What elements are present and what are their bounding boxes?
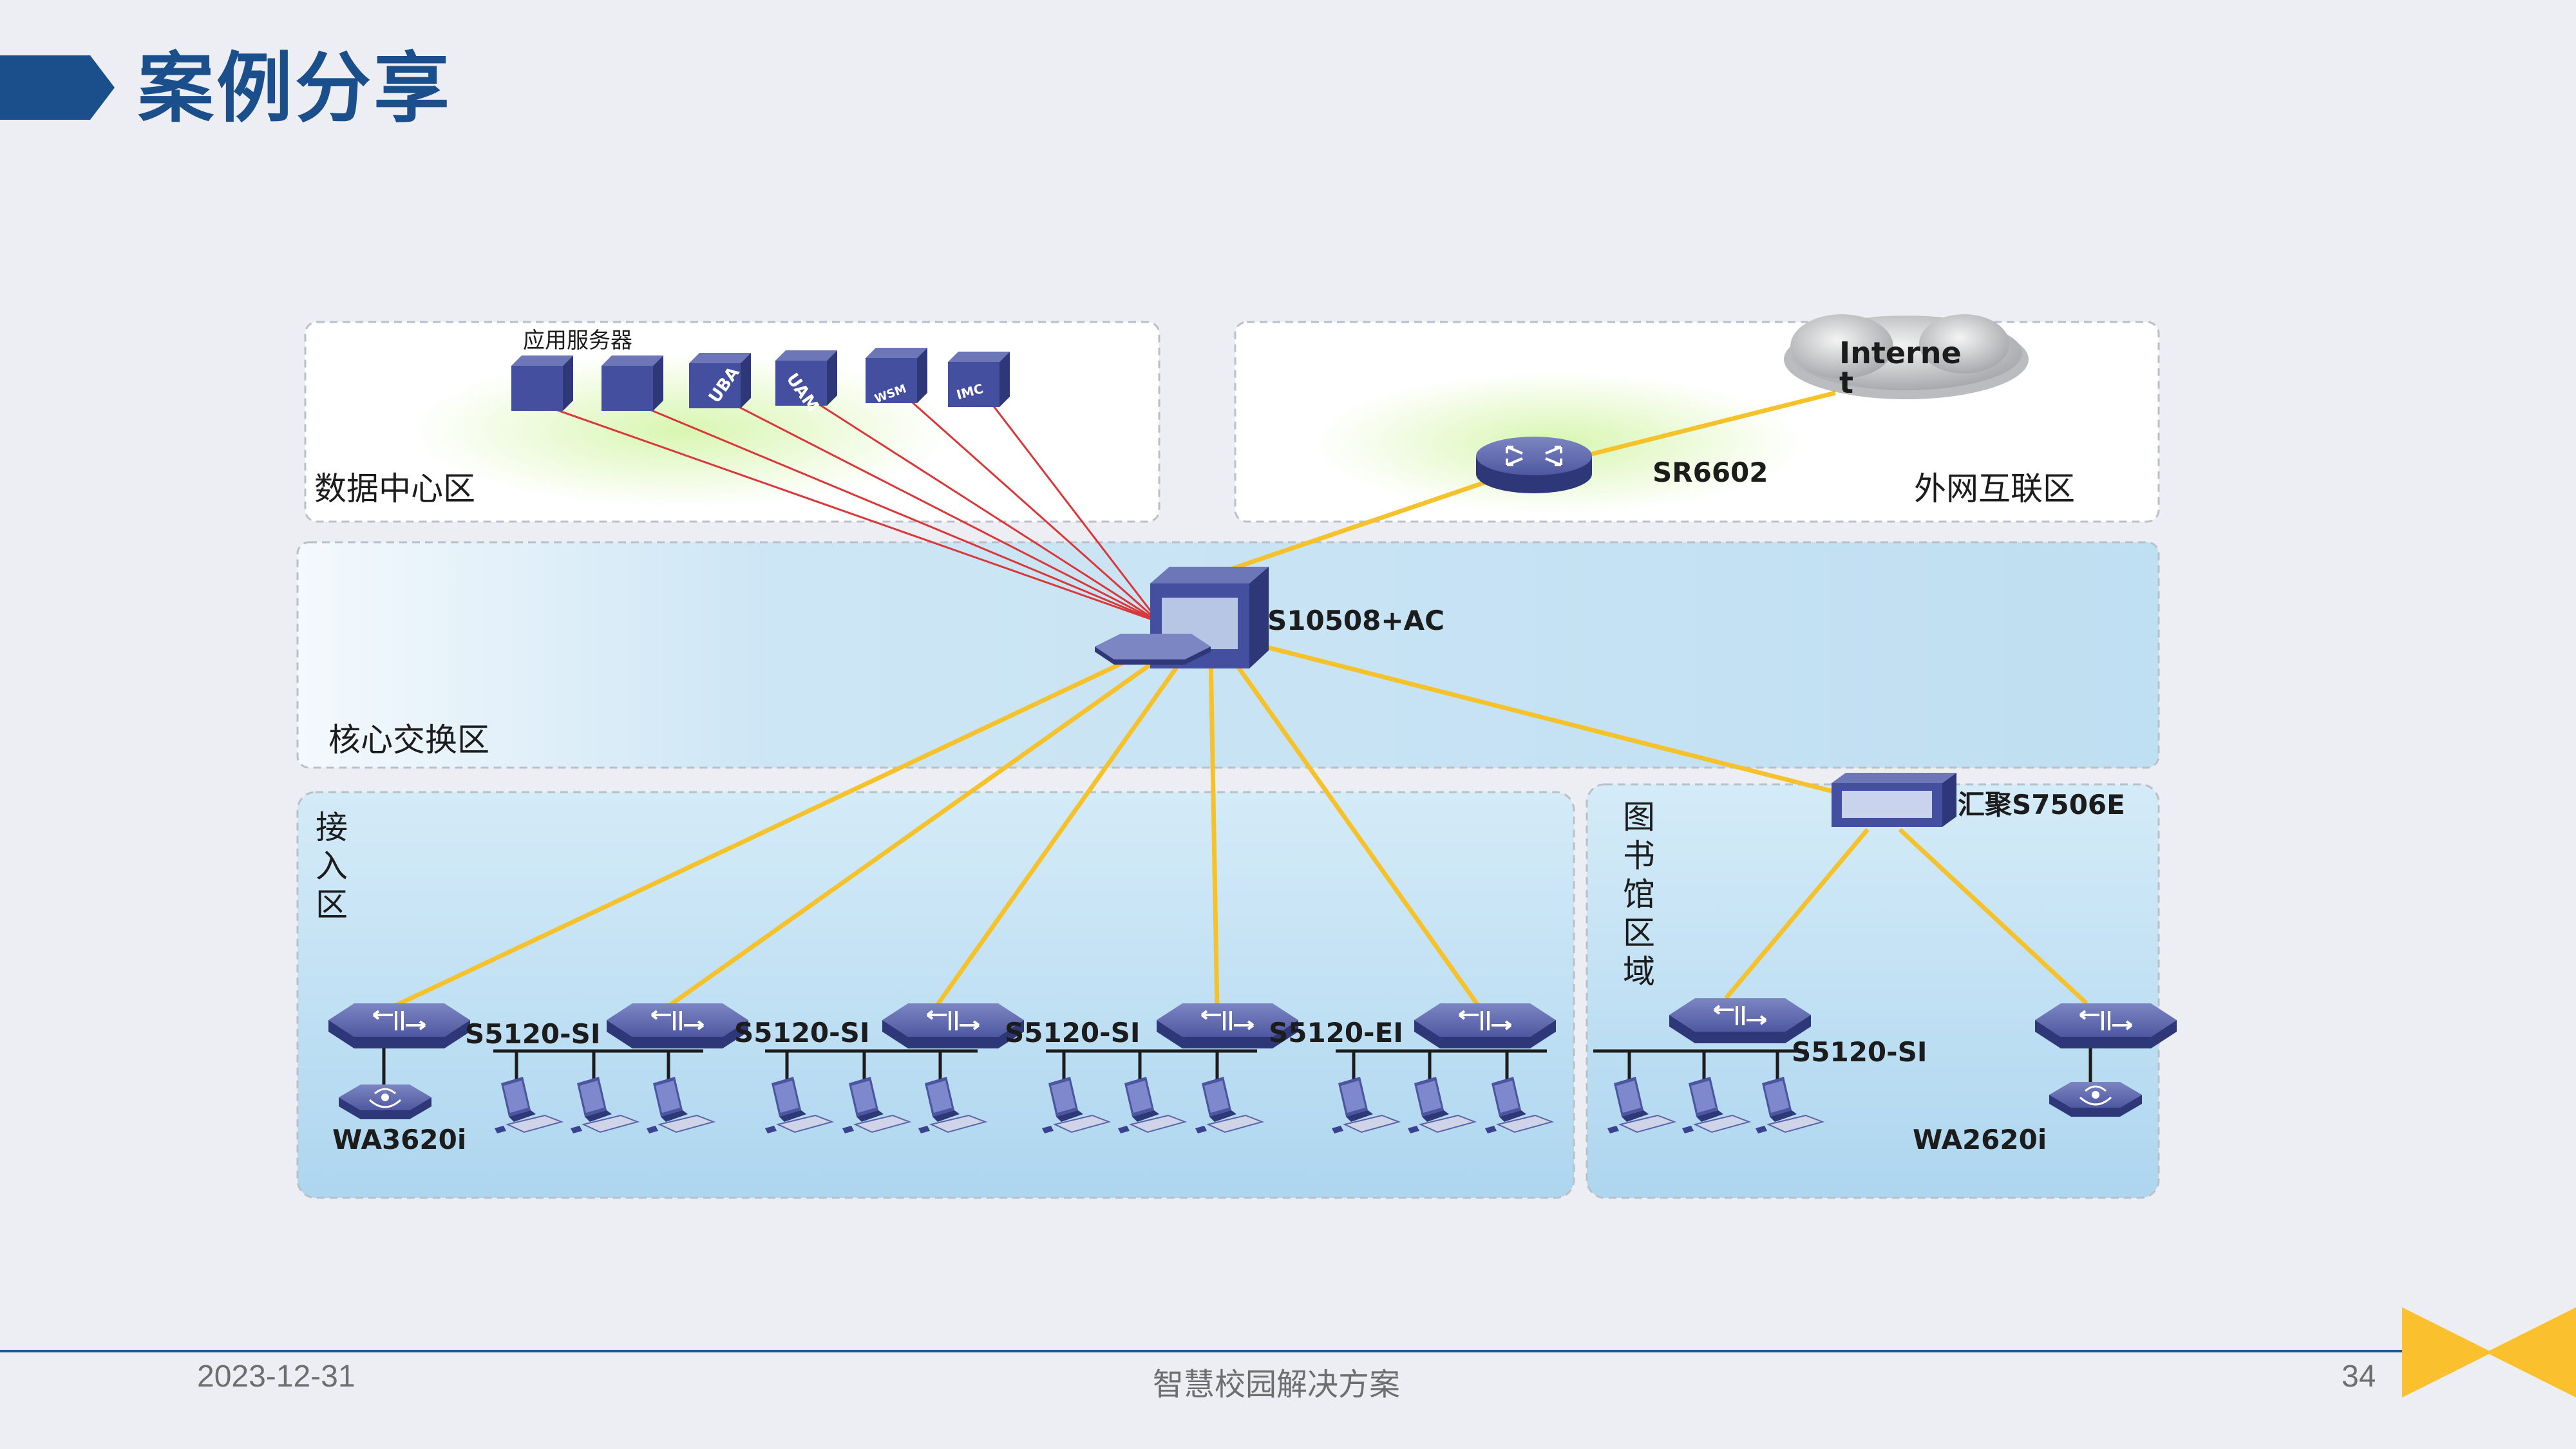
aggregation-switch-label: 汇聚S7506E: [1958, 789, 2125, 820]
zone-access-label: 接入区: [316, 809, 348, 923]
library-switch-icon: [1668, 997, 1812, 1045]
zone-core-label: 核心交换区: [328, 721, 489, 759]
application-servers: UBA UAM WSM IMC: [511, 348, 1010, 416]
page-title: 案例分享: [138, 44, 453, 133]
internet-cloud-icon: [1784, 314, 2029, 399]
wireless-ap-icon: [2048, 1081, 2143, 1118]
access-switch-label: S5120-SI: [734, 1017, 869, 1048]
router-label: SR6602: [1653, 457, 1768, 488]
ap-right-label: WA2620i: [1913, 1124, 2047, 1155]
server-icon: [511, 355, 573, 411]
server-uba-icon: UBA: [689, 353, 751, 408]
library-switch-label: S5120-SI: [1792, 1036, 1927, 1068]
access-switch-icon: [881, 1002, 1025, 1050]
server-links: [540, 392, 1160, 623]
core-switch-label: S10508+AC: [1267, 605, 1444, 636]
footer-divider: [0, 1350, 2409, 1352]
server-imc-icon: IMC: [948, 352, 1010, 407]
ap-left-label: WA3620i: [332, 1124, 466, 1155]
servers-label: 应用服务器: [523, 328, 632, 354]
access-switch-icon: [1413, 1002, 1557, 1050]
footer-date: 2023-12-31: [197, 1359, 355, 1394]
access-switch-icon: [327, 1002, 471, 1050]
core-switch-icon: [1095, 567, 1269, 668]
title-arrow-icon: [0, 55, 115, 120]
zone-library: [1586, 783, 2160, 1199]
access-switch-icon: [605, 1002, 750, 1050]
wireless-ap-icon: [337, 1083, 433, 1121]
zone-library-label: 图书馆区域: [1623, 799, 1655, 990]
server-wsm-icon: WSM: [866, 348, 927, 406]
zone-datacenter-label: 数据中心区: [314, 470, 475, 507]
page-number: 34: [2342, 1359, 2376, 1394]
library-ap-switch-icon: [2034, 1002, 2178, 1050]
footer-title: 智慧校园解决方案: [1153, 1367, 1401, 1403]
zone-external-label: 外网互联区: [1914, 470, 2075, 507]
access-switch-label: S5120-SI: [465, 1018, 600, 1050]
access-switch-label: S5120-SI: [1005, 1017, 1140, 1048]
lan-bus: [382, 1042, 2092, 1086]
router-icon: [1476, 437, 1592, 493]
network-diagram: UBA UAM WSM IMC 应用服务器 Interne t SR6602: [296, 314, 2178, 1199]
internet-label: Interne: [1839, 336, 1962, 370]
aggregation-switch-icon: [1832, 773, 1956, 827]
corner-decoration-icon: [2402, 1307, 2576, 1397]
core-links: [385, 390, 2088, 1012]
server-icon: [601, 355, 663, 411]
zone-access: [296, 791, 1575, 1199]
access-switch-label: S5120-EI: [1269, 1017, 1403, 1048]
internet-label-wrap: t: [1839, 365, 1853, 400]
